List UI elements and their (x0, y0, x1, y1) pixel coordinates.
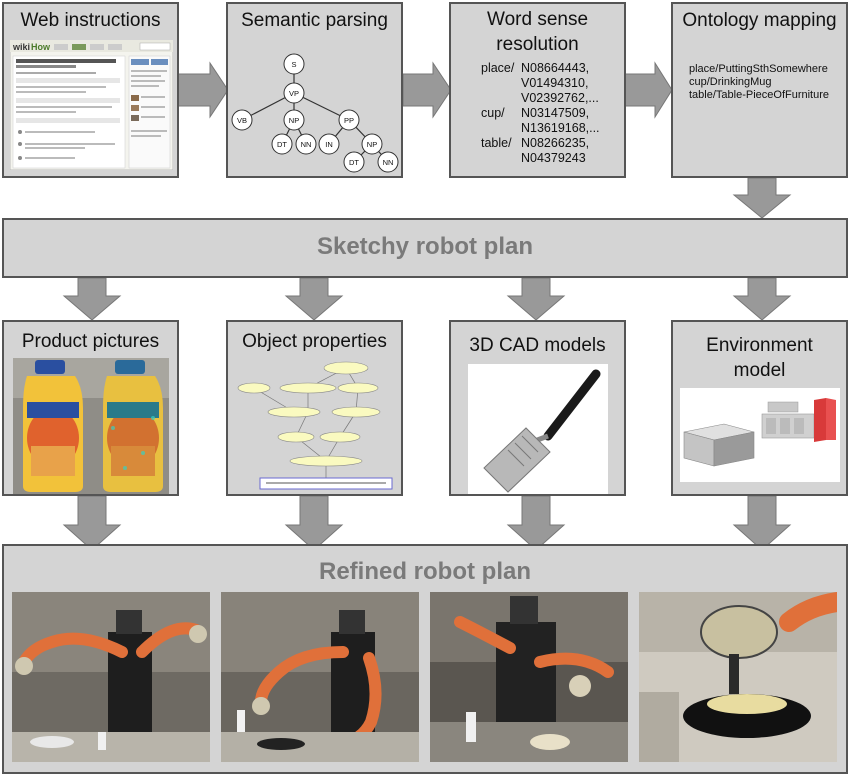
node-pp: PP (344, 116, 354, 125)
refined-plan-title: Refined robot plan (319, 558, 531, 585)
ontology-line-1: place/PuttingSthSomewhere (689, 63, 828, 75)
object-properties-box: Object properties (226, 320, 403, 496)
robot-photo-2 (221, 592, 419, 762)
environment-title-line1: Environment (706, 335, 813, 356)
arrow-environment-to-refined (732, 495, 792, 551)
robot-photo-1 (12, 592, 210, 762)
word-sense-title-line1: Word sense (486, 9, 589, 30)
node-s: S (291, 60, 296, 69)
parse-tree: S VP VB NP PP DT NN IN NP DT NN (231, 53, 399, 173)
sketchy-plan-box: Sketchy robot plan (2, 218, 848, 278)
arrow-sketchy-to-cad (506, 277, 566, 321)
robot-photo-4 (639, 592, 837, 762)
sense-cup-1: N03147509, (521, 106, 590, 120)
node-nn: NN (301, 140, 312, 149)
object-properties-title: Object properties (242, 331, 387, 352)
word-sense-title-line2: resolution (496, 34, 579, 55)
ontology-line-2: cup/DrinkingMug (689, 76, 772, 88)
web-instructions-box: Web instructions wiki How (2, 2, 179, 178)
environment-title-line2: model (733, 360, 786, 381)
arrow-sketchy-to-environment (732, 277, 792, 321)
web-instructions-title: Web instructions (20, 10, 161, 31)
object-graph-thumbnail (237, 361, 393, 490)
environment-model-box: Environment model (671, 320, 848, 496)
ontology-mapping-title: Ontology mapping (682, 10, 837, 31)
arrow-parsing-to-wordsense (402, 61, 452, 119)
node-np-2: NP (367, 140, 377, 149)
arrow-product-to-refined (62, 495, 122, 551)
product-pictures-title: Product pictures (21, 331, 160, 352)
wikihow-page-thumbnail: wiki How (10, 40, 173, 170)
sense-place-3: V02392762,... (521, 91, 599, 105)
arrow-sketchy-to-product (62, 277, 122, 321)
node-np: NP (289, 116, 299, 125)
semantic-parsing-title: Semantic parsing (241, 10, 388, 31)
node-dt: DT (277, 140, 287, 149)
svg-text:How: How (31, 42, 51, 52)
arrow-sketchy-to-properties (284, 277, 344, 321)
arrow-wordsense-to-ontology (624, 61, 673, 119)
sense-place-2: V01494310, (521, 76, 589, 90)
pancake-mix-bottles-photo (13, 358, 169, 494)
ontology-line-3: table/Table-PieceOfFurniture (689, 89, 830, 101)
sense-table-1: N08266235, (521, 136, 590, 150)
arrow-web-to-parsing (177, 61, 229, 119)
node-in: IN (325, 140, 333, 149)
node-vp: VP (289, 89, 299, 98)
cad-models-box: 3D CAD models (449, 320, 626, 496)
node-dt-2: DT (349, 158, 359, 167)
word-sense-box: Word sense resolution place/ N08664443, … (449, 2, 626, 178)
arrow-ontology-to-sketchy (732, 177, 792, 219)
semantic-parsing-box: Semantic parsing S VP VB NP PP DT (226, 2, 403, 178)
sketchy-plan-title: Sketchy robot plan (316, 233, 534, 260)
sense-cup-2: N13619168,... (521, 121, 600, 135)
cad-models-title: 3D CAD models (469, 335, 606, 356)
product-pictures-box: Product pictures (2, 320, 179, 496)
sense-place-1: N08664443, (521, 61, 590, 75)
kitchen-environment-model (680, 388, 840, 482)
robot-photo-3 (430, 592, 628, 762)
arrow-cad-to-refined (506, 495, 566, 551)
ontology-mapping-box: Ontology mapping place/PuttingSthSomewhe… (671, 2, 848, 178)
node-vb: VB (237, 116, 247, 125)
sense-word-place: place/ (481, 61, 515, 75)
sense-word-cup: cup/ (481, 106, 505, 120)
arrow-properties-to-refined (284, 495, 344, 551)
node-nn-2: NN (383, 158, 394, 167)
spatula-model (468, 364, 608, 494)
sense-table-2: N04379243 (521, 151, 586, 165)
sense-word-table: table/ (481, 136, 512, 150)
svg-text:wiki: wiki (12, 42, 30, 52)
